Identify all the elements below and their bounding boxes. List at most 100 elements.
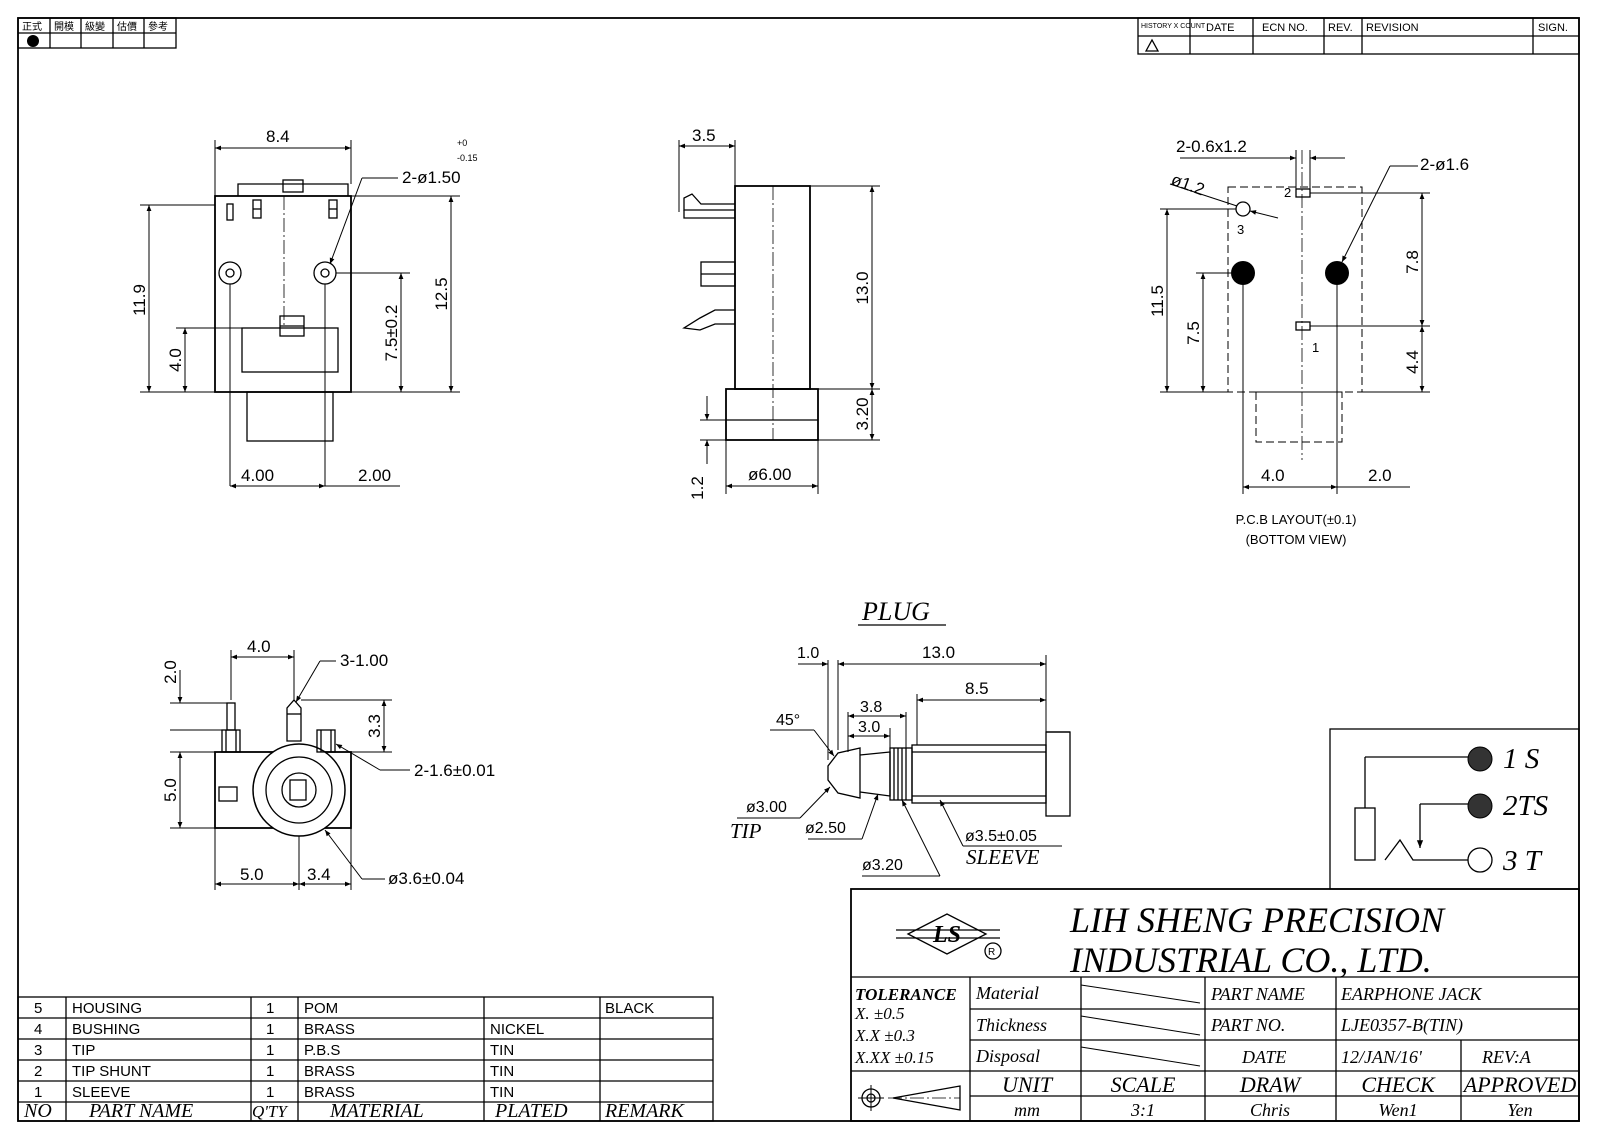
check-value: Wen1 <box>1378 1100 1417 1120</box>
pcb-caption-1: P.C.B LAYOUT(±0.1) <box>1236 512 1357 527</box>
side-view: 3.5 13.0 3.20 1.2 ø6.00 <box>678 126 880 500</box>
schematic-pin2-label: 2TS <box>1503 790 1549 822</box>
bom-cell-material: P.B.S <box>304 1042 340 1059</box>
bottom-d36-label: ø3.6±0.04 <box>388 869 464 888</box>
revision-table: HISTORY X COUNT DATE ECN NO. REV. REVISI… <box>1137 17 1580 55</box>
bom-cell-qty: 1 <box>266 1000 274 1017</box>
rev-rev-label: REV. <box>1328 22 1353 34</box>
warning-triangle-icon <box>1144 38 1160 52</box>
rev-ecn-label: ECN NO. <box>1262 22 1308 34</box>
plug-l85-label: 8.5 <box>965 679 989 698</box>
class-label-2: 級變 <box>85 20 105 33</box>
rev-sign-label: SIGN. <box>1538 22 1568 34</box>
company-name-2: INDUSTRIAL CO., LTD. <box>1069 940 1432 980</box>
bom-cell-no: 1 <box>34 1084 42 1101</box>
bom-cell-no: 2 <box>34 1063 42 1080</box>
bottom-b34-label: 3.4 <box>307 865 331 884</box>
front-b200-label: 2.00 <box>358 466 391 485</box>
rev-revision-label: REVISION <box>1366 22 1419 34</box>
bom-cell-material: BRASS <box>304 1021 355 1038</box>
plug-title: PLUG <box>861 597 930 626</box>
bottom-pins-label: 3-1.00 <box>340 651 388 670</box>
bom-cell-plated: TIN <box>490 1063 514 1080</box>
pcb-b40-label: 4.0 <box>1261 466 1285 485</box>
side-d600-label: ø6.00 <box>748 465 791 484</box>
check-label: CHECK <box>1361 1072 1436 1097</box>
bom-cell-part-name: BUSHING <box>72 1021 140 1038</box>
disposal-label: Disposal <box>975 1046 1040 1066</box>
projection-symbol-icon <box>858 1085 961 1111</box>
bom-cell-part-name: HOUSING <box>72 1000 142 1017</box>
front-width-label: 8.4 <box>266 127 290 146</box>
bottom-h50-label: 5.0 <box>161 778 180 802</box>
class-label-1: 開模 <box>54 21 74 33</box>
bom-cell-material: BRASS <box>304 1084 355 1101</box>
class-label-3: 估價 <box>117 20 137 33</box>
pcb-h44-label: 4.4 <box>1403 350 1422 374</box>
bom-header-no: NO <box>23 1100 52 1122</box>
bom-cell-plated: TIN <box>490 1042 514 1059</box>
side-h130-label: 13.0 <box>853 271 872 304</box>
front-view: 8.4 +0 -0.15 2-ø1.50 11.9 4.0 7.5±0.2 12… <box>130 127 478 489</box>
bom-cell-part-name: SLEEVE <box>72 1084 130 1101</box>
tolerance-title: TOLERANCE <box>855 985 957 1004</box>
bom-header-material: MATERIAL <box>329 1100 424 1122</box>
tolerance-xx: X.X ±0.3 <box>854 1026 915 1045</box>
pcb-slots-label: 2-0.6x1.2 <box>1176 137 1247 156</box>
pcb-h75-label: 7.5 <box>1184 321 1203 345</box>
bottom-b50-label: 5.0 <box>240 865 264 884</box>
pcb-layout-view: 2 1 3 2-0.6x1.2 ø1.2 2-ø1.6 11.5 7.5 7.8… <box>1148 137 1469 547</box>
svg-text:R: R <box>988 947 995 958</box>
part-name-label: PART NAME <box>1210 984 1305 1004</box>
schematic-pin3-label: 3 T <box>1502 845 1543 877</box>
pin-sleeve-icon <box>1467 746 1493 772</box>
schematic-pin1-label: 1 S <box>1503 743 1540 775</box>
pin-tip-icon <box>1467 847 1493 873</box>
thickness-label: Thickness <box>976 1015 1047 1035</box>
class-label-4: 參考 <box>148 20 168 33</box>
bottom-view: 4.0 3-1.00 2.0 5.0 3.3 2-1.6±0.01 5.0 3.… <box>161 637 495 890</box>
title-block: LS R LIH SHENG PRECISION INDUSTRIAL CO.,… <box>850 888 1580 1122</box>
side-h320-label: 3.20 <box>853 397 872 430</box>
bom-cell-qty: 1 <box>266 1084 274 1101</box>
rev-date-label: DATE <box>1206 22 1235 34</box>
bom-cell-no: 3 <box>34 1042 42 1059</box>
part-no-label: PART NO. <box>1210 1015 1285 1035</box>
selected-mark-icon <box>27 35 39 47</box>
bom-cell-material: POM <box>304 1000 338 1017</box>
material-label: Material <box>975 983 1039 1003</box>
plug-d250-label: ø2.50 <box>805 820 846 837</box>
bom-cell-plated: TIN <box>490 1084 514 1101</box>
bom-cell-qty: 1 <box>266 1063 274 1080</box>
front-holes-label: 2-ø1.50 <box>402 168 461 187</box>
scale-label: SCALE <box>1111 1072 1176 1097</box>
front-tol-minus: -0.15 <box>457 153 478 163</box>
plug-tip-label: TIP <box>730 819 762 843</box>
tolerance-x: X. ±0.5 <box>854 1004 904 1023</box>
side-w35-label: 3.5 <box>692 126 716 145</box>
bom-header-plated: PLATED <box>494 1100 568 1122</box>
pcb-pin3-label: 3 <box>1237 222 1244 237</box>
unit-value: mm <box>1014 1100 1040 1120</box>
bottom-h33-label: 3.3 <box>365 714 384 738</box>
plug-l30-label: 3.0 <box>858 719 880 736</box>
pcb-holes16-label: 2-ø1.6 <box>1420 155 1469 174</box>
bom-cell-remark: BLACK <box>605 1000 654 1017</box>
part-no-value: LJE0357-B(TIN) <box>1340 1015 1463 1036</box>
draw-label: DRAW <box>1239 1072 1302 1097</box>
plug-l38-label: 3.8 <box>860 699 882 716</box>
part-name-value: EARPHONE JACK <box>1340 984 1482 1004</box>
date-label: DATE <box>1241 1047 1286 1067</box>
front-h40-label: 4.0 <box>166 348 185 372</box>
bom-cell-no: 4 <box>34 1021 42 1038</box>
date-value: 12/JAN/16' <box>1341 1047 1423 1067</box>
pcb-h115-label: 11.5 <box>1148 285 1167 317</box>
rev-value: REV:A <box>1481 1047 1532 1067</box>
front-b400-label: 4.00 <box>241 466 274 485</box>
plug-l130-label: 13.0 <box>922 643 955 662</box>
drawing-border <box>17 17 1580 1122</box>
front-tol-plus: +0 <box>457 138 467 148</box>
bom-header-part-name: PART NAME <box>88 1100 193 1122</box>
plug-sleeve-label: SLEEVE <box>966 845 1040 869</box>
